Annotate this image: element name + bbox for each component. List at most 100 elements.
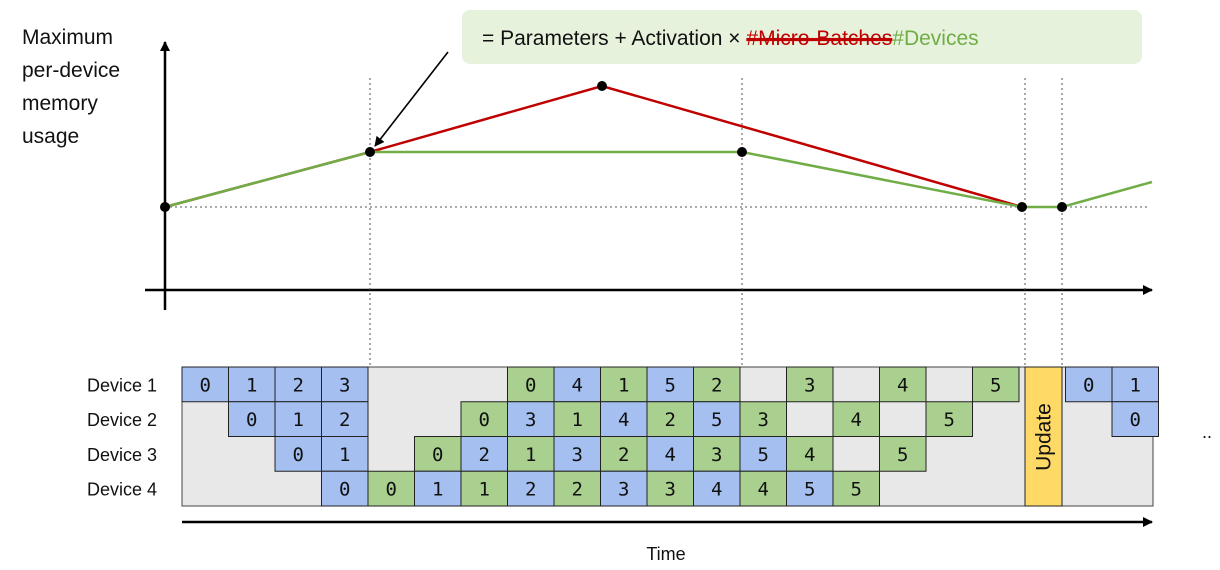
forward-cell (321, 436, 369, 472)
point-start (160, 202, 170, 212)
device-label: Device 4 (87, 480, 157, 500)
point-post-update (1057, 202, 1067, 212)
micro-batch-id: 4 (572, 374, 583, 396)
micro-batch-id: 1 (1130, 374, 1141, 396)
micro-batch-id: 3 (572, 444, 583, 466)
backward-cell (646, 401, 694, 437)
micro-batch-id: 2 (572, 479, 583, 501)
forward-cell (321, 401, 369, 437)
micro-batch-id: 2 (665, 409, 676, 431)
micro-batch-id: 0 (1083, 374, 1094, 396)
backward-cell (739, 401, 787, 437)
micro-batch-id: 4 (758, 479, 769, 501)
micro-batch-id: 5 (711, 409, 722, 431)
device-label: Device 2 (87, 410, 157, 430)
point-pre-update (1017, 202, 1027, 212)
forward-cell (274, 401, 322, 437)
forward-cell (181, 366, 229, 403)
formula-part2: #Devices (892, 27, 978, 50)
backward-cell (367, 470, 415, 507)
formula-box (462, 10, 1142, 64)
backward-cell (553, 401, 601, 437)
micro-batch-id: 0 (479, 409, 490, 431)
micro-batch-id: 1 (525, 444, 536, 466)
formula-part1: = Parameters + Activation × (482, 27, 746, 50)
point-red-peak (597, 81, 607, 91)
backward-cell (972, 366, 1020, 403)
forward-cell (1111, 401, 1159, 437)
micro-batch-id: 5 (990, 374, 1001, 396)
forward-cell (600, 401, 648, 437)
micro-batch-id: 1 (618, 374, 629, 396)
y-axis-label-line-2: per-device (22, 59, 120, 82)
backward-cell (460, 470, 508, 507)
micro-batch-id: 4 (618, 409, 629, 431)
micro-batch-id: 0 (246, 409, 257, 431)
y-axis-label-line-4: usage (22, 125, 79, 148)
y-axis-label: Maximum per-device memory usage (22, 26, 126, 148)
micro-batch-id: 3 (804, 374, 815, 396)
micro-batch-id: 2 (525, 479, 536, 501)
forward-cell (693, 470, 741, 507)
micro-batch-id: 5 (851, 479, 862, 501)
y-axis-label-line-3: memory (22, 92, 98, 115)
micro-batch-id: 1 (479, 479, 490, 501)
micro-batch-id: 5 (944, 409, 955, 431)
micro-batch-id: 3 (525, 409, 536, 431)
micro-batch-id: 3 (758, 409, 769, 431)
forward-cell (228, 401, 276, 437)
point-shared (365, 147, 375, 157)
micro-batch-id: 5 (665, 374, 676, 396)
backward-cell (786, 366, 834, 403)
forward-cell (553, 366, 601, 403)
micro-batch-id: 4 (665, 444, 676, 466)
forward-cell (786, 470, 834, 507)
backward-cell (693, 436, 741, 472)
backward-cell (786, 436, 834, 472)
micro-batch-id: 1 (432, 479, 443, 501)
micro-batch-id: 0 (386, 479, 397, 501)
forward-cell (414, 470, 462, 507)
backward-cell (600, 366, 648, 403)
forward-cell (600, 470, 648, 507)
micro-batch-id: 4 (851, 409, 862, 431)
micro-batch-id: 4 (711, 479, 722, 501)
backward-cell (925, 401, 973, 437)
continuation-ellipsis: .. (1202, 422, 1212, 442)
backward-cell (832, 470, 880, 507)
device-label: Device 1 (87, 375, 157, 395)
micro-batch-id: 3 (665, 479, 676, 501)
micro-batch-id: 0 (200, 374, 211, 396)
device-label: Device 3 (87, 445, 157, 465)
forward-cell (274, 436, 322, 472)
forward-cell (507, 470, 555, 507)
forward-cell (693, 401, 741, 437)
backward-cell (553, 470, 601, 507)
forward-cell (507, 401, 555, 437)
backward-cell (646, 470, 694, 507)
micro-batch-id: 0 (432, 444, 443, 466)
backward-cell (739, 470, 787, 507)
micro-batch-id: 0 (339, 479, 350, 501)
micro-batch-id: 2 (339, 409, 350, 431)
micro-batch-id: 3 (339, 374, 350, 396)
micro-batch-id: 5 (804, 479, 815, 501)
y-axis-label-line-1: Maximum (22, 26, 113, 49)
micro-batch-id: 1 (339, 444, 350, 466)
time-axis-label: Time (646, 544, 685, 564)
micro-batch-id: 5 (897, 444, 908, 466)
forward-cell (739, 436, 787, 472)
micro-batch-id: 2 (618, 444, 629, 466)
formula-struck: #Micro-Batches (746, 27, 892, 50)
forward-cell (1111, 366, 1159, 403)
green-memory-line (164, 150, 1153, 209)
micro-batch-id: 1 (293, 409, 304, 431)
backward-cell (879, 366, 927, 403)
backward-cell (832, 401, 880, 437)
micro-batch-id: 0 (293, 444, 304, 466)
micro-batch-id: 4 (897, 374, 908, 396)
micro-batch-id: 5 (758, 444, 769, 466)
micro-batch-id: 2 (711, 374, 722, 396)
